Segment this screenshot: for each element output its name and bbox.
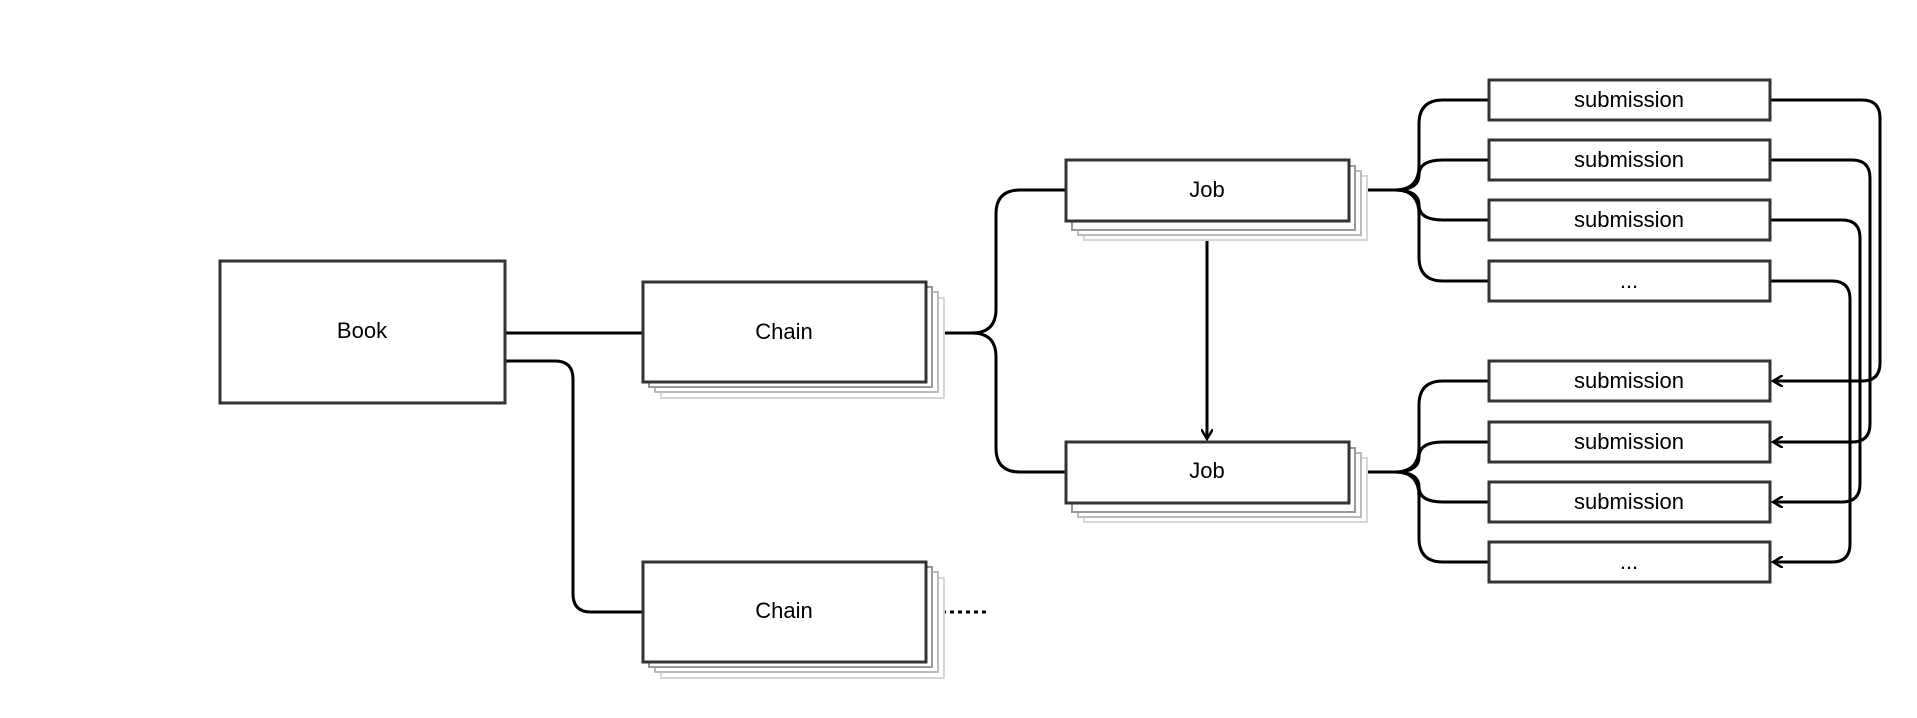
edge-feedback-2 (1770, 158, 1872, 442)
edge-feedback-1 (1770, 98, 1882, 381)
edge-job-bottom-to-submission-2 (1394, 440, 1489, 474)
chain-node-bottom: Chain (641, 560, 945, 679)
submission-label: submission (1574, 489, 1684, 514)
job-bottom-label: Job (1189, 458, 1224, 483)
edge-job-bottom-to-submission-4 (1394, 470, 1489, 564)
submission-node: submission (1487, 359, 1772, 403)
edge-feedback-4 (1770, 279, 1852, 562)
job-node-bottom: Job (1064, 440, 1368, 523)
edge-chain-to-job-bottom (971, 331, 1066, 474)
book-label: Book (337, 318, 388, 343)
submission-label: submission (1574, 147, 1684, 172)
chain-bottom-label: Chain (755, 598, 812, 623)
submission-label: submission (1574, 207, 1684, 232)
book-node: Book (218, 259, 507, 405)
job-node-top: Job (1064, 158, 1368, 241)
submission-node: submission (1487, 78, 1772, 122)
submission-node: submission (1487, 420, 1772, 464)
submission-label: submission (1574, 87, 1684, 112)
submission-label: submission (1574, 429, 1684, 454)
edge-job-top-to-submission-4 (1394, 188, 1489, 283)
ellipsis-label: ... (1620, 549, 1638, 574)
edge-job-top-to-submission-2 (1394, 158, 1489, 192)
submission-node-ellipsis: ... (1487, 259, 1772, 303)
edge-chain-to-job-top (926, 188, 1066, 335)
edge-book-to-chain-bottom (505, 359, 643, 614)
submission-node: submission (1487, 138, 1772, 182)
submission-node: submission (1487, 480, 1772, 524)
edge-feedback-3 (1770, 218, 1862, 502)
submission-node: submission (1487, 198, 1772, 242)
chain-node-top: Chain (641, 280, 945, 399)
chain-top-label: Chain (755, 319, 812, 344)
job-top-label: Job (1189, 177, 1224, 202)
ellipsis-label: ... (1620, 268, 1638, 293)
submission-node-ellipsis: ... (1487, 540, 1772, 584)
submission-label: submission (1574, 368, 1684, 393)
